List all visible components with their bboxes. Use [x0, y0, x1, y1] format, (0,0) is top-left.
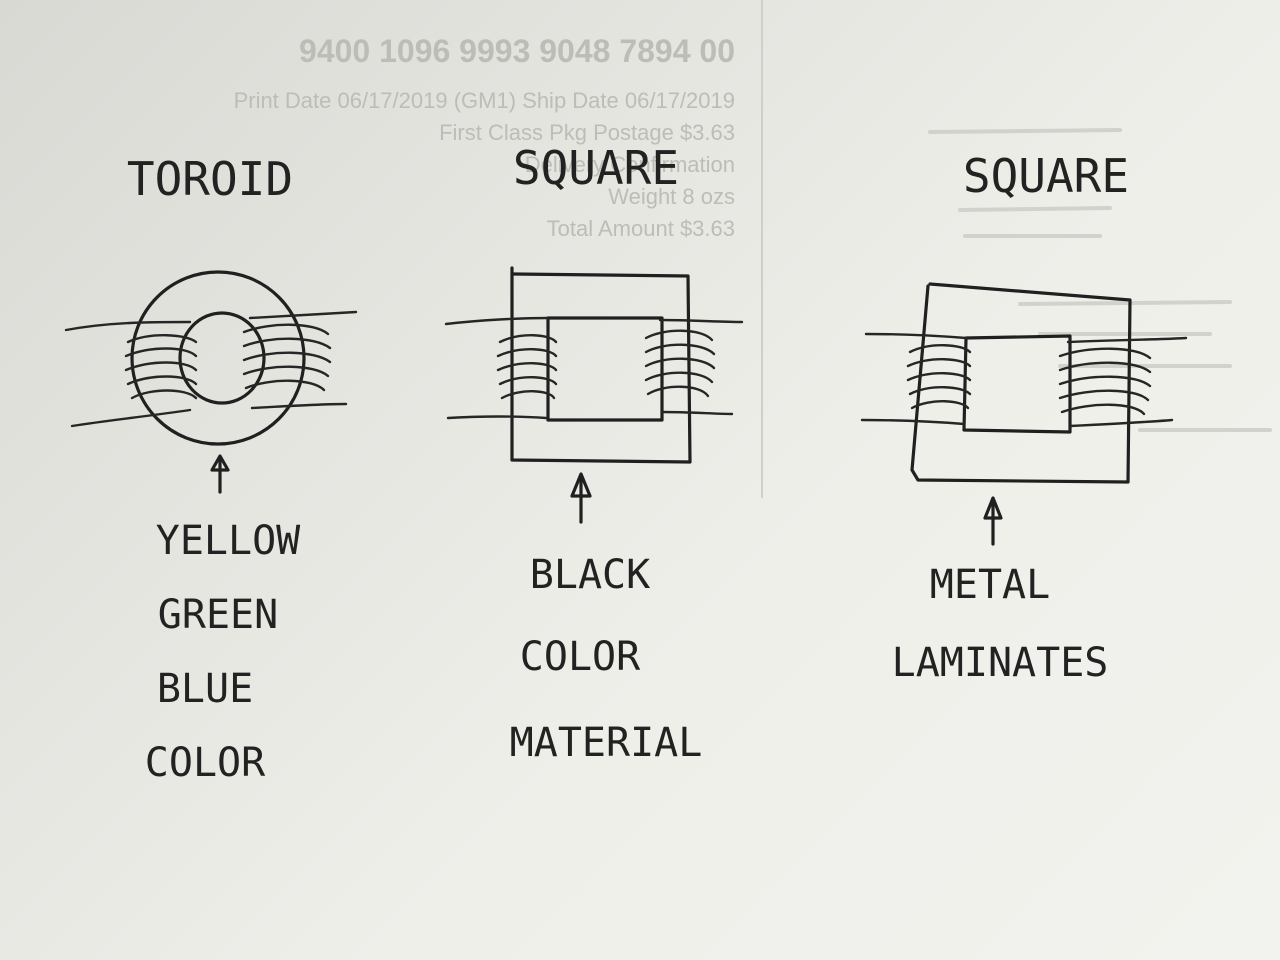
square-ferrite-right-winding — [644, 318, 744, 416]
toroid-right-winding — [242, 310, 358, 410]
square-laminated-right-winding — [1058, 336, 1188, 428]
toroid-outer-ring — [130, 270, 306, 446]
square-ferrite-note-3: MATERIAL — [510, 720, 703, 766]
bleed-tracking-number: 9400 1096 9993 9048 7894 00 — [299, 33, 735, 69]
square-laminated-column: SQUARE METAL LAMINATE — [860, 149, 1188, 686]
bleed-through-text: 9400 1096 9993 9048 7894 00 Print Date 0… — [234, 0, 1272, 498]
toroid-note-3: BLUE — [157, 666, 253, 712]
square-ferrite-title: SQUARE — [513, 141, 679, 195]
square-ferrite-core — [510, 266, 692, 464]
toroid-note-2: GREEN — [158, 592, 278, 638]
square-laminated-outer-frame — [910, 282, 1132, 484]
square-ferrite-arrow — [570, 472, 592, 524]
square-laminated-left-winding — [860, 332, 972, 426]
square-laminated-note-1: METAL — [930, 562, 1050, 608]
square-laminated-window — [962, 334, 1072, 434]
bleed-weight: Weight 8 ozs — [608, 184, 735, 209]
square-ferrite-left-winding — [444, 316, 558, 420]
square-ferrite-window — [546, 316, 664, 422]
toroid-core — [130, 270, 306, 446]
square-ferrite-note-1: BLACK — [530, 552, 650, 598]
bleed-postage: First Class Pkg Postage $3.63 — [439, 120, 735, 145]
square-laminated-core — [910, 282, 1132, 484]
toroid-title: TOROID — [127, 152, 293, 206]
toroid-note-1: YELLOW — [156, 518, 301, 564]
square-ferrite-column: SQUARE BLACK COLOR — [444, 141, 744, 766]
toroid-column: TOROID YELLOW GREEN — [64, 152, 358, 786]
square-laminated-arrow — [983, 496, 1003, 546]
toroid-note-4: COLOR — [145, 740, 266, 786]
square-ferrite-outer-frame — [510, 266, 692, 464]
bleed-right-scribbles — [928, 128, 1272, 432]
toroid-arrow — [210, 454, 230, 494]
square-ferrite-note-2: COLOR — [520, 634, 641, 680]
toroid-inner-hole — [178, 311, 266, 405]
square-laminated-note-2: LAMINATES — [892, 640, 1109, 686]
square-laminated-title: SQUARE — [963, 149, 1129, 203]
bleed-total: Total Amount $3.63 — [547, 216, 735, 241]
toroid-left-winding — [64, 320, 198, 428]
bleed-print-date: Print Date 06/17/2019 (GM1) Ship Date 06… — [234, 88, 735, 113]
bleed-confirmation: Delivery Confirmation — [525, 152, 735, 177]
